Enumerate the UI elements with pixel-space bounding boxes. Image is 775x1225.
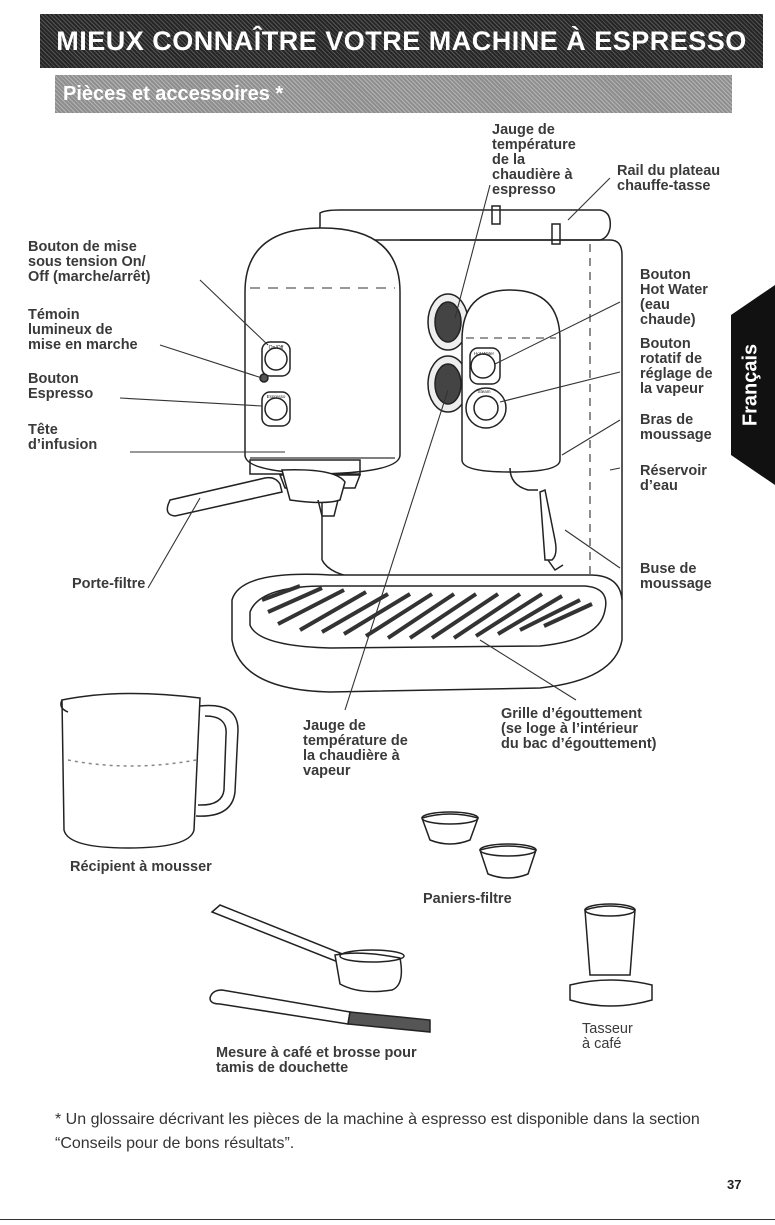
label-line: de la xyxy=(492,152,526,168)
filter-basket-2 xyxy=(479,843,537,879)
steam-knob-shape xyxy=(465,387,507,429)
page-number: 37 xyxy=(727,1177,742,1192)
label-line: moussage xyxy=(640,576,712,592)
label-line: à café xyxy=(582,1036,622,1052)
label-frothing-pitcher: Récipient à mousser xyxy=(70,860,212,875)
label-line: lumineux de xyxy=(28,322,113,338)
label-line: Bouton xyxy=(640,267,691,283)
label-line: du bac d’égouttement) xyxy=(501,736,657,752)
hot-water-button-text: Hot Water xyxy=(474,351,495,356)
label-line: Rail du plateau xyxy=(617,163,721,179)
label-line: tamis de douchette xyxy=(216,1060,349,1076)
espresso-button-shape xyxy=(261,391,291,427)
label-reservoir: Réservoir d’eau xyxy=(640,464,707,494)
label-hot-water-button: Bouton Hot Water (eau chaude) xyxy=(640,268,708,328)
label-steam-knob: Bouton rotatif de réglage de la vapeur xyxy=(640,337,713,397)
label-line: espresso xyxy=(492,182,556,198)
coffee-tamper-shape xyxy=(569,903,653,1007)
label-line: Porte-filtre xyxy=(72,576,146,592)
label-drip-grille: Grille d’égouttement (se loge à l’intéri… xyxy=(501,707,656,752)
label-portafilter: Porte-filtre xyxy=(72,577,145,592)
label-line: (eau xyxy=(640,297,670,313)
power-light-shape xyxy=(259,373,269,383)
label-espresso-gauge: Jauge de température de la chaudière à e… xyxy=(492,123,576,198)
espresso-button-text: Espresso xyxy=(267,394,286,399)
label-scoop-brush: Mesure à café et brosse pour tamis de do… xyxy=(216,1046,417,1076)
frothing-arm-shape xyxy=(509,467,564,572)
label-power-button: Bouton de mise sous tension On/ Off (mar… xyxy=(28,240,150,285)
leader-lines xyxy=(119,177,621,711)
section-header-bar: Pièces et accessoires * xyxy=(55,75,732,113)
espresso-boiler xyxy=(244,227,401,475)
label-line: Tasseur xyxy=(582,1021,633,1037)
bottom-rule xyxy=(0,1219,775,1220)
label-line: Buse de xyxy=(640,561,697,577)
portafilter-shape xyxy=(166,469,346,517)
label-line: Bras de xyxy=(640,412,694,428)
label-line: sous tension On/ xyxy=(28,254,146,270)
label-line: chaude) xyxy=(640,312,696,328)
on-off-button-shape xyxy=(261,341,291,377)
label-line: Jauge de xyxy=(303,718,366,734)
page-title: MIEUX CONNAÎTRE VOTRE MACHINE À ESPRESSO xyxy=(56,25,747,56)
label-line: moussage xyxy=(640,427,712,443)
label-tamper: Tasseur à café xyxy=(582,1022,633,1052)
label-line: rotatif de xyxy=(640,351,703,367)
section-title: Pièces et accessoires * xyxy=(63,82,284,105)
label-line: Espresso xyxy=(28,386,94,402)
label-line: chauffe-tasse xyxy=(617,178,711,194)
label-line: Mesure à café et brosse pour xyxy=(216,1045,417,1061)
label-line: Jauge de xyxy=(492,122,555,138)
label-line: Réservoir xyxy=(640,463,707,479)
label-line: température xyxy=(492,137,576,153)
label-line: Tête xyxy=(28,422,58,438)
steam-boiler xyxy=(461,289,561,473)
frothing-pitcher-shape xyxy=(60,692,239,849)
label-espresso-button: Bouton Espresso xyxy=(28,372,93,402)
label-line: Off (marche/arrêt) xyxy=(28,269,151,285)
drip-grille-slats xyxy=(261,584,593,640)
label-line: Bouton xyxy=(640,336,691,352)
label-filter-baskets: Paniers-filtre xyxy=(423,892,512,907)
label-line: vapeur xyxy=(303,763,351,779)
label-line: Bouton de mise xyxy=(28,239,137,255)
label-line: réglage de xyxy=(640,366,713,382)
label-frothing-arm: Bras de moussage xyxy=(640,413,712,443)
label-line: mise en marche xyxy=(28,337,138,353)
coffee-scoop-shape xyxy=(210,904,405,993)
label-line: la vapeur xyxy=(640,381,704,397)
label-line: Bouton xyxy=(28,371,79,387)
label-frothing-nozzle: Buse de moussage xyxy=(640,562,712,592)
label-brew-head: Tête d’infusion xyxy=(28,423,97,453)
steam-button-text: Steam xyxy=(477,389,490,394)
footnote-line-2: “Conseils pour de bons résultats”. xyxy=(55,1135,295,1152)
label-line: Récipient à mousser xyxy=(70,859,212,875)
label-line: chaudière à xyxy=(492,167,573,183)
label-line: la chaudière à xyxy=(303,748,400,764)
filter-basket-1 xyxy=(421,811,479,845)
page-title-bar: MIEUX CONNAÎTRE VOTRE MACHINE À ESPRESSO xyxy=(40,14,763,68)
label-line: (se loge à l’intérieur xyxy=(501,721,638,737)
label-steam-gauge: Jauge de température de la chaudière à v… xyxy=(303,719,408,779)
on-off-button-text: On/Off xyxy=(269,345,284,351)
hot-water-button-shape xyxy=(469,347,501,385)
footnote-line-1: * Un glossaire décrivant les pièces de l… xyxy=(55,1111,700,1128)
label-line: température de xyxy=(303,733,408,749)
cleaning-brush-shape xyxy=(209,989,431,1033)
footnote: * Un glossaire décrivant les pièces de l… xyxy=(55,1108,735,1156)
language-side-tab: Français xyxy=(731,285,775,485)
label-warming-rail: Rail du plateau chauffe-tasse xyxy=(617,164,720,194)
label-line: Témoin xyxy=(28,307,80,323)
label-line: d’infusion xyxy=(28,437,98,453)
label-line: Hot Water xyxy=(640,282,708,298)
drip-tray xyxy=(231,573,623,693)
label-line: d’eau xyxy=(640,478,678,494)
label-line: Grille d’égouttement xyxy=(501,706,642,722)
label-line: Paniers-filtre xyxy=(423,891,512,907)
label-power-light: Témoin lumineux de mise en marche xyxy=(28,308,138,353)
